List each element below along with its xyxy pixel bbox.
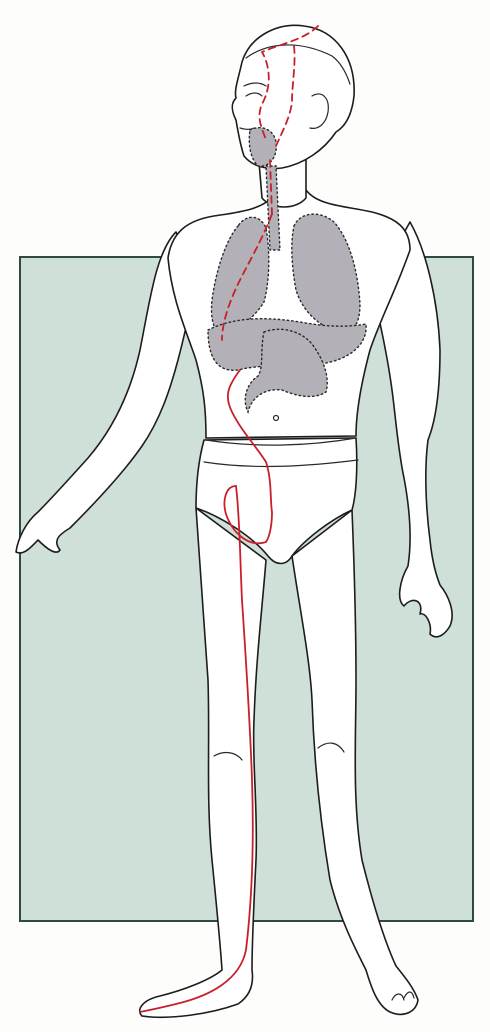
meridian-anatomy-diagram	[0, 0, 490, 1032]
